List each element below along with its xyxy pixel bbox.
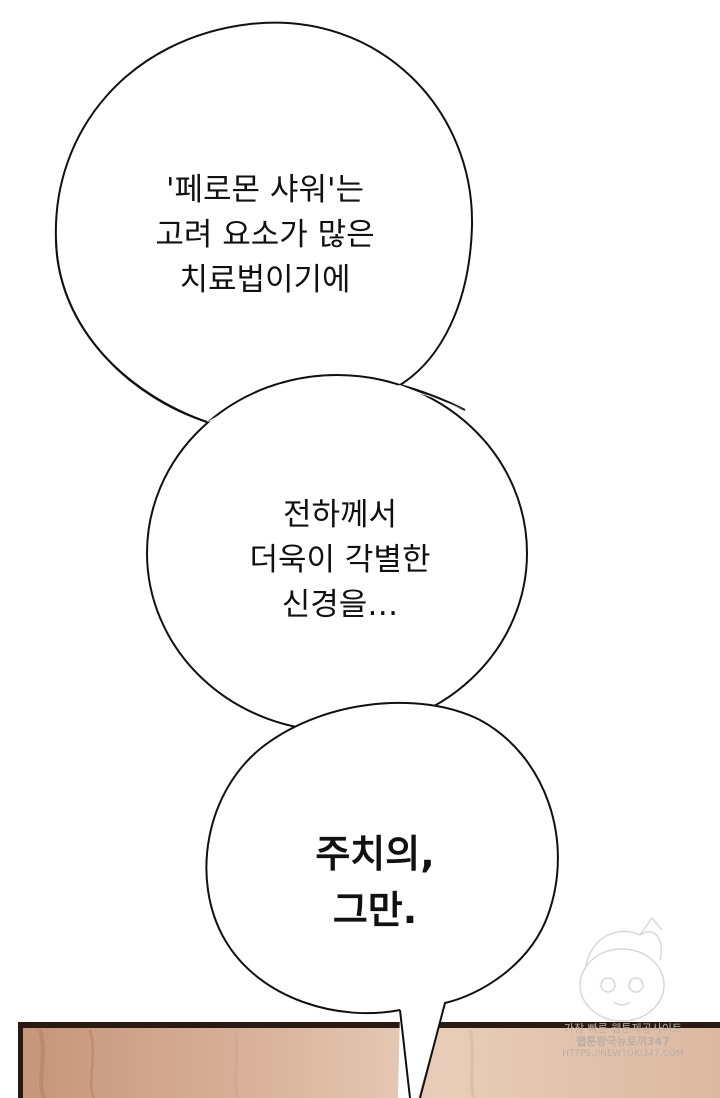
scene-panel <box>18 1022 720 1098</box>
watermark-line: 가장 빠른 웹툰제공사이트 <box>563 1022 683 1035</box>
bubble-middle-line: 더욱이 각별한 <box>249 542 431 578</box>
bubble-bottom-text: 주치의, 그만. <box>280 826 470 938</box>
watermark-line: 웹툰왕국뉴토끼347 <box>576 1035 670 1048</box>
bubble-bottom-line: 주치의, <box>315 832 435 876</box>
bubble-middle-line: 전하께서 <box>282 497 398 533</box>
watermark-mascot <box>579 916 665 1022</box>
bubble-top-text: '페로몬 샤워'는 고려 요소가 많은 치료법이기에 <box>130 168 400 303</box>
speech-bubble-bottom-outline <box>205 701 559 1098</box>
bubble-top-line: '페로몬 샤워'는 <box>165 172 365 208</box>
watermark-url: HTTPS://NEWTOKI347.COM <box>562 1049 684 1059</box>
bubble-top-line: 고려 요소가 많은 <box>155 217 375 253</box>
bubble-middle-text: 전하께서 더욱이 각별한 신경을… <box>205 493 475 628</box>
speech-bubble-bottom <box>206 702 558 1098</box>
speech-bubble-top <box>54 20 473 423</box>
bubble-middle-line: 신경을… <box>281 587 399 623</box>
bubble-bottom-line: 그만. <box>332 888 418 932</box>
watermark: 가장 빠른 웹툰제공사이트 웹툰왕국뉴토끼347 HTTPS://NEWTOKI… <box>548 1022 698 1061</box>
bubble-top-line: 치료법이기에 <box>179 262 351 298</box>
